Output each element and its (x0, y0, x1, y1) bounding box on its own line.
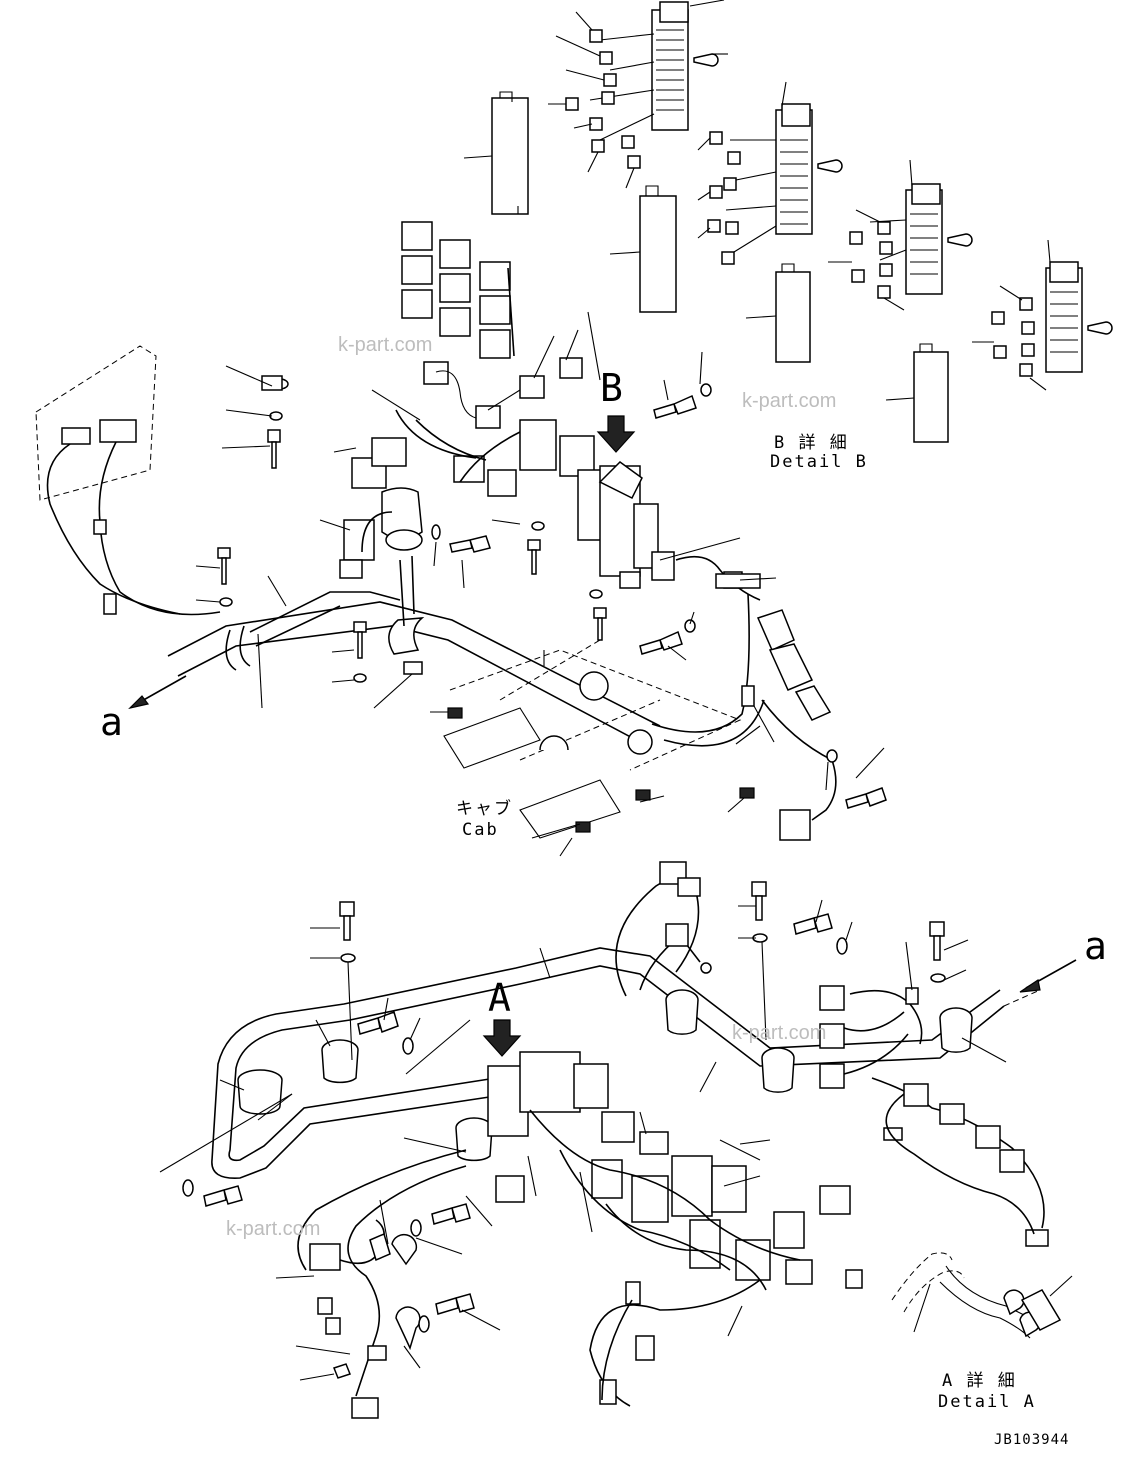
view-a-marker: A (488, 976, 511, 1020)
detail-b-title-jp: B 詳 細 (774, 433, 849, 453)
relay-bank (401, 221, 583, 429)
watermark-1: k-part.com (338, 334, 433, 356)
detail-a-title-jp: A 詳 細 (942, 1371, 1017, 1391)
watermark-2: k-part.com (742, 390, 837, 412)
detail-a-title-en: Detail A (938, 1392, 1036, 1412)
continuation-label-lower: a (1084, 924, 1107, 968)
bolts-upper (217, 375, 887, 809)
leaders-lower (159, 899, 1007, 1381)
detail-b-connector-blocks (463, 0, 1113, 443)
leaders-upper (195, 311, 885, 857)
watermark-3: k-part.com (732, 1022, 827, 1044)
bolts-lower (182, 881, 946, 1333)
view-b-marker: B (600, 366, 623, 410)
detail-a-view (891, 1252, 1073, 1339)
detail-b-title-en: Detail B (770, 452, 868, 472)
lower-harness (159, 861, 1077, 1419)
drawing-code: JB103944 (994, 1432, 1070, 1448)
upper-harness (35, 311, 887, 857)
continuation-label-upper: a (100, 700, 123, 744)
cab-label-jp: キャブ (456, 799, 513, 819)
watermark-4: k-part.com (226, 1218, 321, 1240)
cab-outline (443, 639, 755, 839)
cab-label-en: Cab (462, 820, 499, 840)
